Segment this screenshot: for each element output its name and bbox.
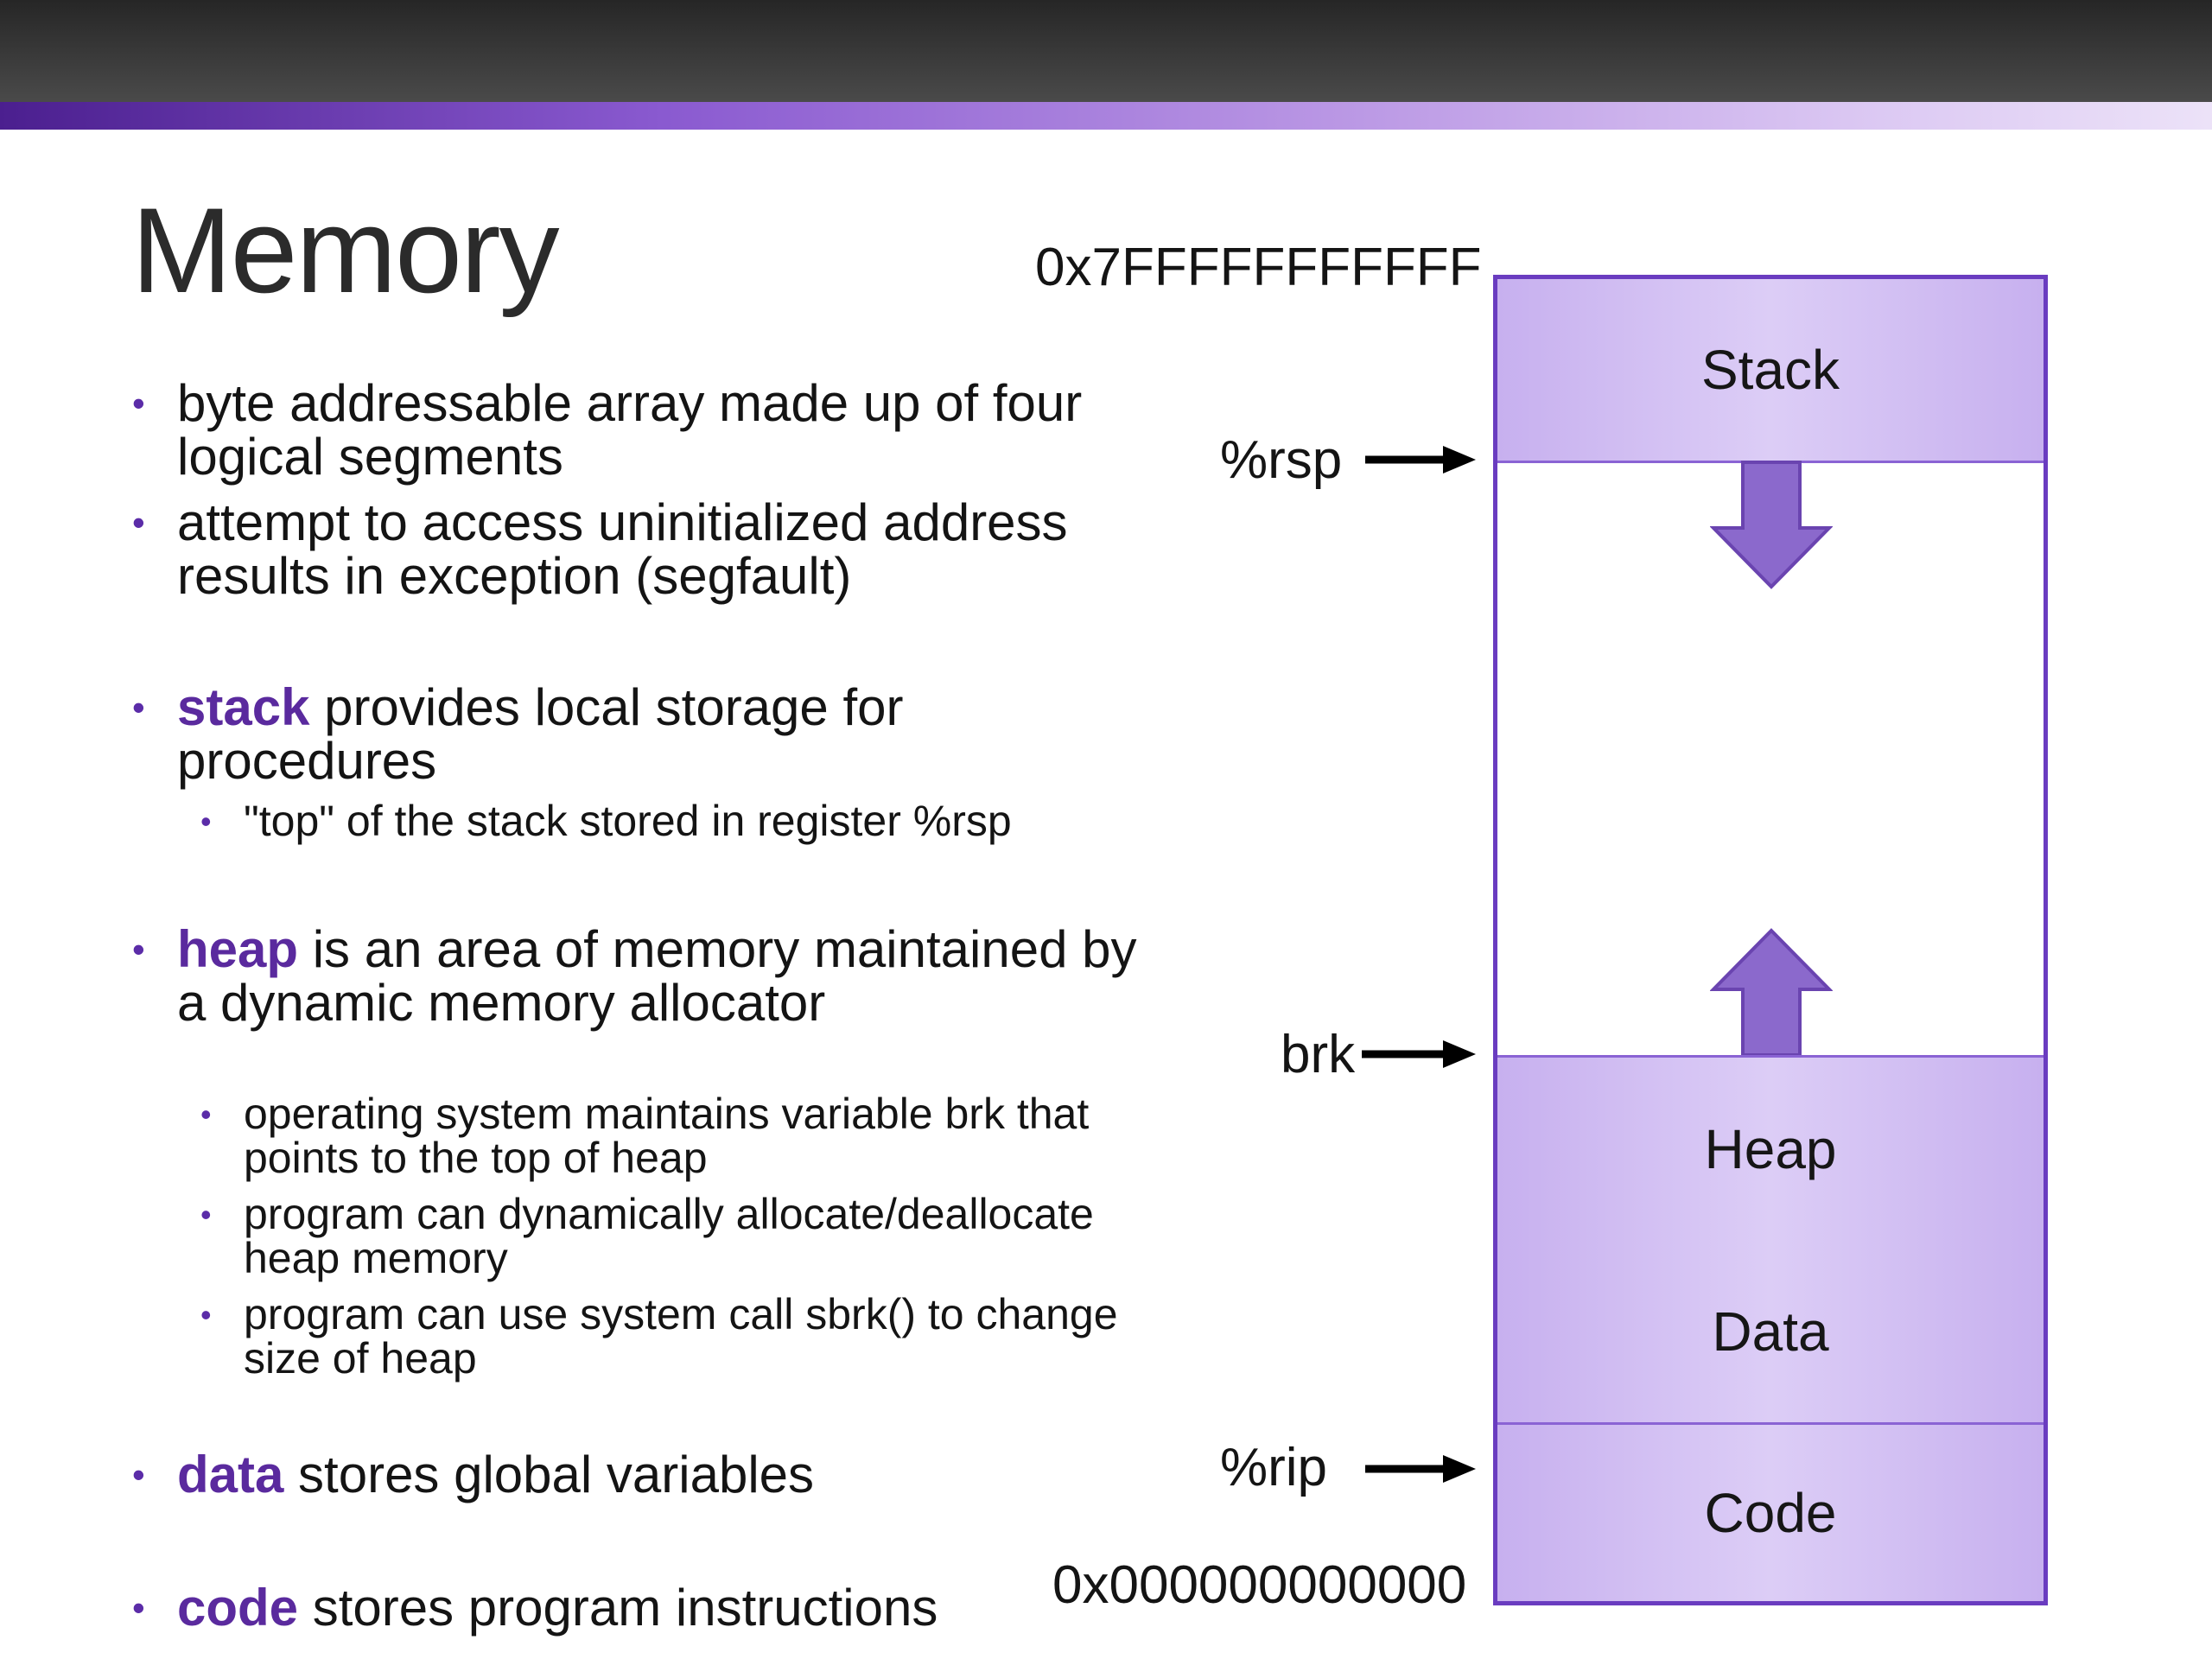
brk-arrow-icon (1362, 1040, 1476, 1068)
bullet-item-stack: stack provides local storage for procedu… (132, 678, 1162, 790)
sub-bullet-item: "top" of the stack stored in register %r… (200, 799, 1177, 844)
sub-bullet-item: program can use system call sbrk() to ch… (200, 1293, 1177, 1381)
bullet-item: attempt to access uninitialized address … (132, 496, 1162, 603)
header-bar (0, 0, 2212, 102)
rsp-arrow-icon (1365, 446, 1476, 474)
bullet-text: stores program instructions (298, 1579, 938, 1637)
keyword-code: code (177, 1579, 299, 1637)
sub-bullet-item: program can dynamically allocate/dealloc… (200, 1192, 1177, 1281)
bullet-text: stores global variables (283, 1446, 815, 1503)
bottom-address-label: 0x000000000000 (1052, 1555, 1467, 1615)
brk-label: brk (1281, 1025, 1356, 1084)
bullet-item: byte addressable array made up of four l… (132, 377, 1162, 484)
bullet-item-code: code stores program instructions (132, 1579, 1162, 1637)
rip-arrow-icon (1365, 1455, 1476, 1483)
segment-data: Data (1497, 1241, 2044, 1425)
top-address-label: 0x7FFFFFFFFFFF (1035, 238, 1482, 297)
heap-grows-up-arrow-icon (1710, 928, 1833, 1057)
bullet-list: byte addressable array made up of four l… (0, 0, 1175, 1659)
bullet-item-data: data stores global variables (132, 1446, 1162, 1503)
rip-label: %rip (1220, 1438, 1328, 1497)
segment-code: Code (1497, 1425, 2044, 1601)
bullet-item-heap: heap is an area of memory maintained by … (132, 920, 1162, 1032)
accent-gradient-bar (0, 102, 2212, 130)
keyword-heap: heap (177, 920, 299, 978)
memory-layout-diagram: Stack Heap Data Code (1493, 275, 2048, 1605)
page-title: Memory (131, 182, 560, 318)
bullet-text: provides local storage for procedures (177, 678, 904, 790)
segment-heap: Heap (1497, 1055, 2044, 1243)
bullet-text: is an area of memory maintained by a dyn… (177, 920, 1137, 1032)
sub-bullet-item: operating system maintains variable brk … (200, 1092, 1177, 1180)
rsp-label: %rsp (1220, 430, 1343, 490)
stack-grows-down-arrow-icon (1710, 461, 1833, 589)
segment-stack: Stack (1497, 279, 2044, 463)
keyword-data: data (177, 1446, 284, 1503)
keyword-stack: stack (177, 678, 310, 736)
